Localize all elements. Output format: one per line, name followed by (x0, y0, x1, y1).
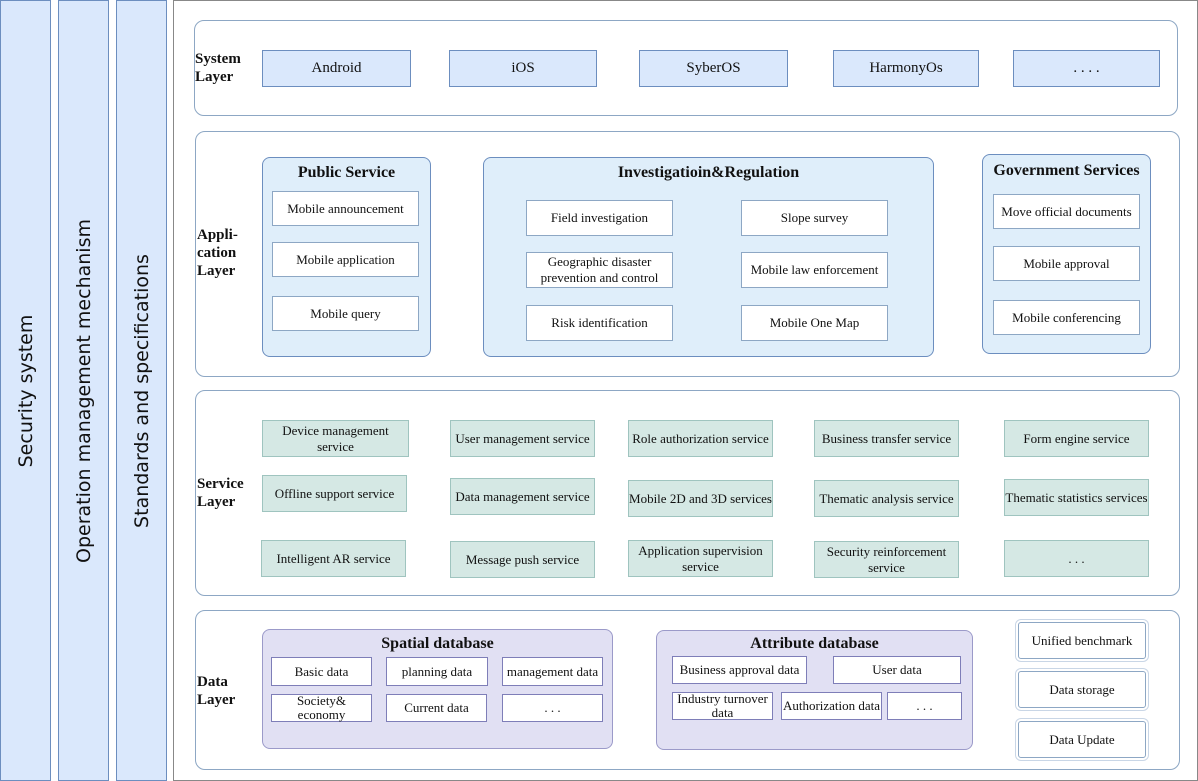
mobile-one-map: Mobile One Map (741, 305, 888, 341)
system-android: Android (262, 50, 411, 87)
thematic-analysis-service: Thematic analysis service (814, 480, 959, 517)
data-storage: Data storage (1018, 671, 1146, 708)
industry-turnover-data: Industry turnover data (672, 692, 773, 720)
planning-data: planning data (386, 657, 488, 686)
system-syberos: SyberOS (639, 50, 788, 87)
spatial-database-group (262, 629, 613, 749)
attribute-database-group (656, 630, 973, 750)
data-layer-label: Data Layer (197, 674, 236, 708)
offline-support-service: Offline support service (262, 475, 407, 512)
mobile-2d-3d-services: Mobile 2D and 3D services (628, 480, 773, 517)
attribute-database-title: Attribute database (750, 635, 879, 652)
user-management-service: User management service (450, 420, 595, 457)
system-ios: iOS (449, 50, 597, 87)
business-transfer-service: Business transfer service (814, 420, 959, 457)
operation-management-bar: Operation management mechanism (58, 0, 109, 781)
security-reinforcement-service: Security reinforcement service (814, 541, 959, 578)
device-management-service: Device management service (262, 420, 409, 457)
field-investigation: Field investigation (526, 200, 673, 236)
society-economy-data: Society& economy (271, 694, 372, 722)
service-layer-label: Service Layer (197, 476, 244, 510)
management-data: management data (502, 657, 603, 686)
data-management-service: Data management service (450, 478, 595, 515)
standards-specifications-bar: Standards and specifications (116, 0, 167, 781)
standards-specifications-label: Standards and specifications (130, 253, 153, 528)
spatial-database-title: Spatial database (381, 635, 494, 652)
investigation-title: Investigatioin&Regulation (617, 164, 800, 181)
risk-identification: Risk identification (526, 305, 673, 341)
government-services-title: Government Services (993, 162, 1140, 179)
geographic-disaster-prevention: Geographic disaster prevention and contr… (526, 252, 673, 288)
operation-management-label: Operation management mechanism (72, 218, 95, 563)
message-push-service: Message push service (450, 541, 595, 578)
spatial-more: . . . (502, 694, 603, 722)
security-system-label: Security system (14, 314, 37, 467)
mobile-approval: Mobile approval (993, 246, 1140, 281)
mobile-query: Mobile query (272, 296, 419, 331)
system-layer-label: System Layer (195, 51, 241, 85)
form-engine-service: Form engine service (1004, 420, 1149, 457)
application-layer-label: Appli-cation Layer (197, 227, 238, 279)
system-more: . . . . (1013, 50, 1160, 87)
basic-data: Basic data (271, 657, 372, 686)
current-data: Current data (386, 694, 487, 722)
application-supervision-service: Application supervision service (628, 540, 773, 577)
data-update: Data Update (1018, 721, 1146, 758)
business-approval-data: Business approval data (672, 656, 807, 684)
public-service-title: Public Service (297, 164, 396, 181)
thematic-statistics-services: Thematic statistics services (1004, 479, 1149, 516)
service-more: . . . (1004, 540, 1149, 577)
mobile-application: Mobile application (272, 242, 419, 277)
intelligent-ar-service: Intelligent AR service (261, 540, 406, 577)
system-harmonyos: HarmonyOs (833, 50, 979, 87)
authorization-data: Authorization data (781, 692, 882, 720)
move-official-documents: Move official documents (993, 194, 1140, 229)
security-system-bar: Security system (0, 0, 51, 781)
mobile-announcement: Mobile announcement (272, 191, 419, 226)
mobile-conferencing: Mobile conferencing (993, 300, 1140, 335)
role-authorization-service: Role authorization service (628, 420, 773, 457)
unified-benchmark: Unified benchmark (1018, 622, 1146, 659)
mobile-law-enforcement: Mobile law enforcement (741, 252, 888, 288)
attribute-more: . . . (887, 692, 962, 720)
slope-survey: Slope survey (741, 200, 888, 236)
user-data: User data (833, 656, 961, 684)
